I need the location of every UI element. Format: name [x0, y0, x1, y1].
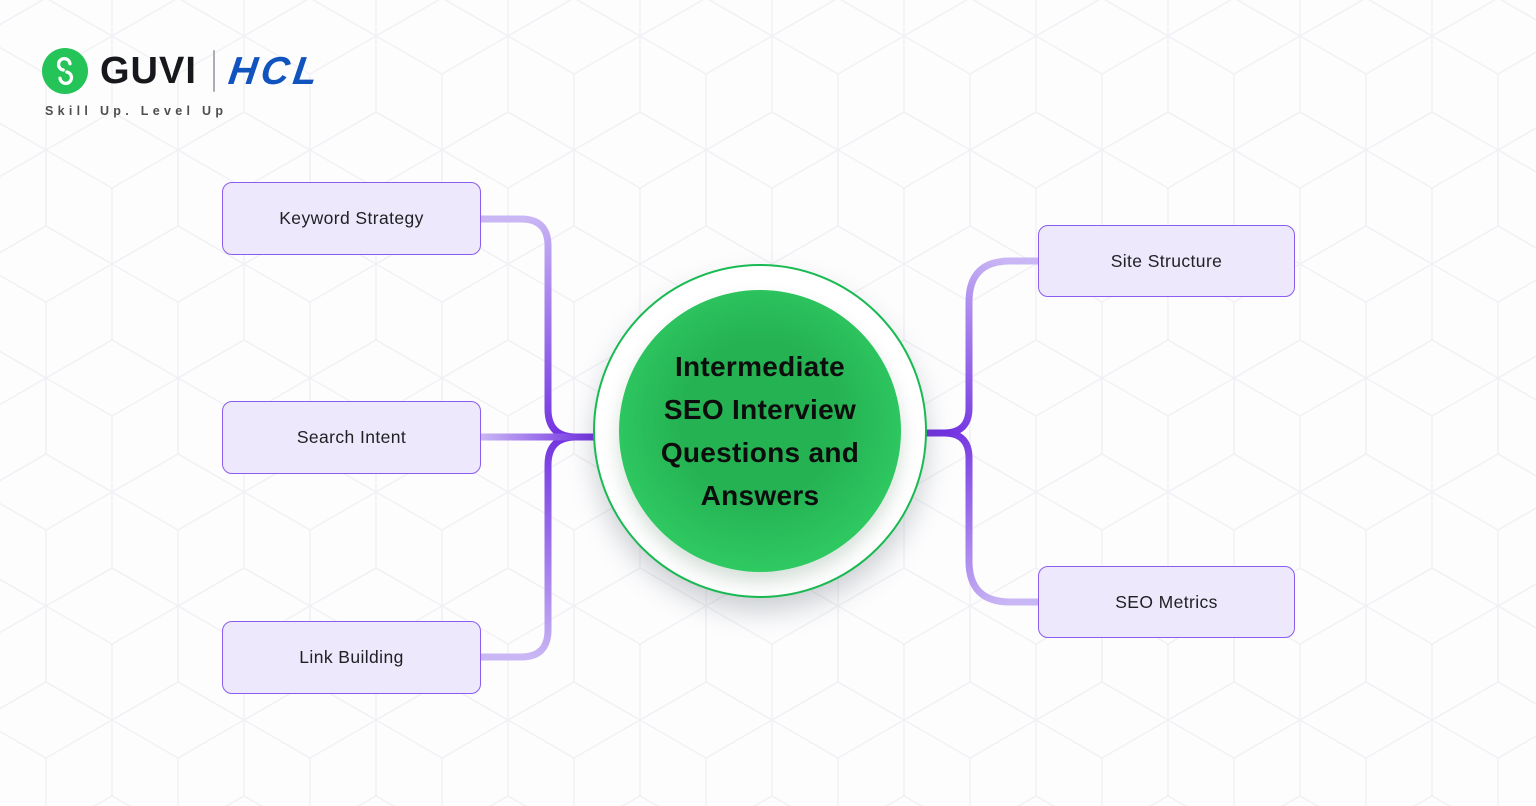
- node-label: SEO Metrics: [1115, 591, 1218, 612]
- node-label: Site Structure: [1110, 250, 1223, 271]
- node-keyword-strategy: Keyword Strategy: [222, 182, 481, 255]
- central-topic-title: Intermediate SEO Interview Questions and…: [660, 351, 860, 511]
- node-label: Search Intent: [296, 427, 407, 447]
- brand-header: GUVI HCL Skill Up. Level Up: [42, 48, 325, 118]
- node-label: Link Building: [299, 647, 404, 667]
- node-label: Keyword Strategy: [279, 208, 424, 228]
- guvi-logo-icon: [42, 48, 88, 94]
- central-topic-circle: Intermediate SEO Interview Questions and…: [619, 290, 901, 572]
- connector-seo-metrics: [926, 429, 1038, 606]
- node-search-intent: Search Intent: [222, 401, 481, 474]
- connector-keyword-strategy: [481, 215, 594, 441]
- brand-tagline: Skill Up. Level Up: [45, 104, 228, 118]
- node-seo-metrics: SEO Metrics: [1038, 566, 1295, 638]
- connector-link-building: [481, 433, 594, 661]
- guvi-wordmark: GUVI: [100, 49, 197, 92]
- brand-divider: [212, 50, 215, 92]
- central-topic-ring: Intermediate SEO Interview Questions and…: [593, 264, 927, 598]
- connector-site-structure: [926, 257, 1038, 437]
- node-site-structure: Site Structure: [1038, 225, 1295, 297]
- hcl-wordmark: HCL: [225, 49, 325, 93]
- node-link-building: Link Building: [222, 621, 481, 694]
